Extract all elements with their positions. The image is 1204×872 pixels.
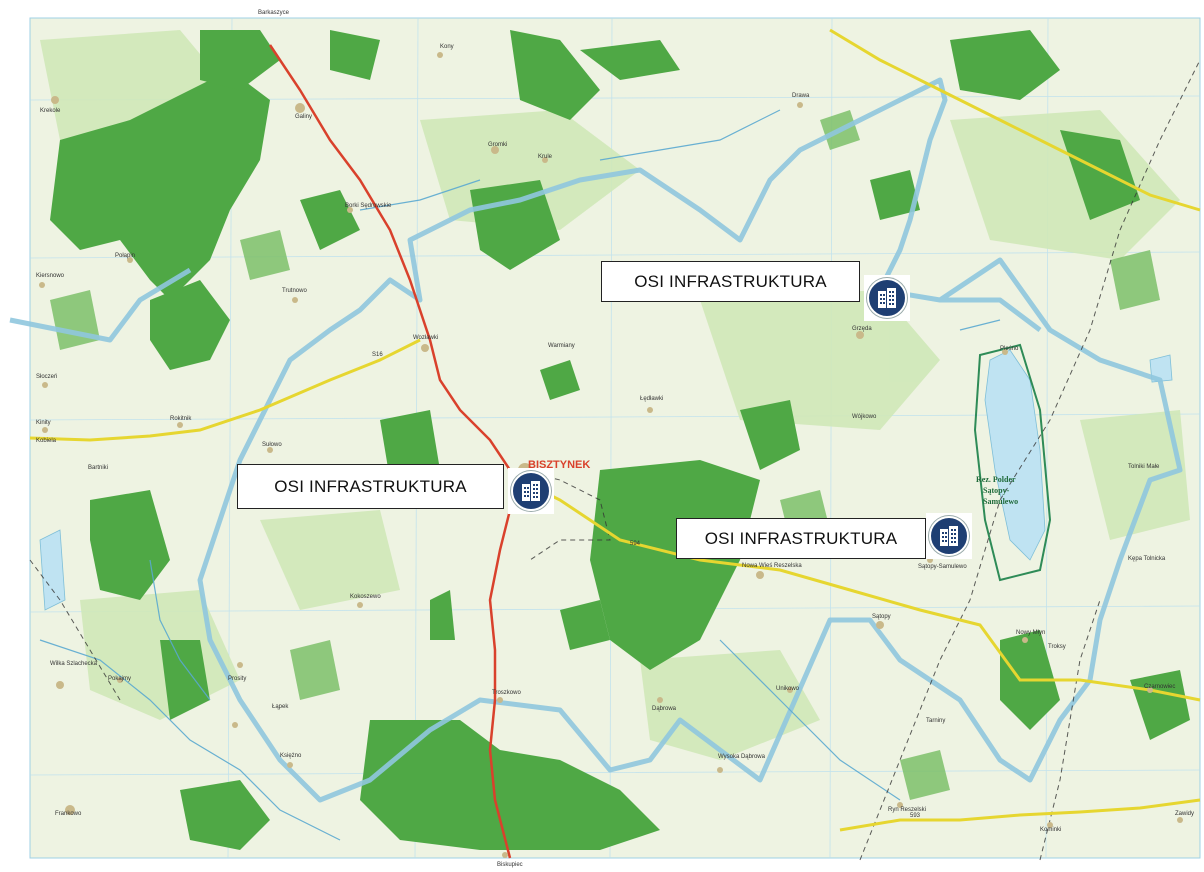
place-label-wozlawki: Wozławki	[413, 335, 438, 341]
roads	[29, 28, 1201, 832]
road-label-s16: S16	[372, 352, 383, 358]
place-label-drawa: Drawa	[792, 93, 810, 99]
place-label-satopy_samulewo: Sątopy-Samulewo	[918, 564, 967, 570]
expressway	[268, 44, 512, 859]
place-label-barkaszyce: Barkaszyce	[258, 10, 290, 16]
place-label-sulowo: Sułowo	[262, 442, 282, 448]
place-label-kiersnowo: Kiersnowo	[36, 273, 65, 279]
place-label-troszkowo: Troszkowo	[492, 690, 521, 696]
place-label-lapek: Łąpek	[272, 704, 289, 710]
place-label-plesna: Pleśno	[1000, 346, 1019, 352]
building-icon	[929, 516, 969, 556]
place-label-wilka: Wilka Szlachecka	[50, 661, 98, 667]
place-label-prosity: Prosity	[228, 676, 246, 682]
place-label-dabrowa: Dąbrowa	[652, 706, 677, 712]
building-icon	[511, 471, 551, 511]
place-label-gromki: Gromki	[488, 142, 507, 148]
reserve-label-1: Rez. Polder	[976, 475, 1016, 484]
road-label-594: 594	[630, 541, 641, 547]
place-label-tarniny: Tarniny	[926, 718, 945, 724]
place-label-frankowo: Frankowo	[55, 811, 82, 817]
place-label-borki: Borki Sędrowskie	[345, 203, 392, 209]
place-label-kobiela: Kobiela	[36, 438, 57, 444]
place-label-warmiany: Warmiany	[548, 343, 575, 349]
place-label-kominki: Kominki	[1040, 827, 1061, 833]
rivers	[39, 109, 1001, 841]
place-label-pokajmy: Pokajmy	[108, 676, 131, 682]
district-lines	[29, 59, 1201, 861]
place-label-sloczeii: Słoczeń	[36, 374, 57, 380]
callout-east: OSI INFRASTRUKTURA	[676, 518, 926, 559]
place-label-nowa_wies: Nowa Wieś Reszelska	[742, 563, 802, 569]
lakes	[39, 349, 1173, 611]
place-label-kokoszewo: Kokoszewo	[350, 594, 381, 600]
place-label-tolniki: Tolniki Małe	[1128, 464, 1160, 470]
building-marker-east[interactable]	[926, 513, 972, 559]
place-label-unikowo: Unikowo	[776, 686, 800, 692]
callout-center-label: OSI INFRASTRUKTURA	[274, 476, 467, 496]
place-label-krulе: Krule	[538, 154, 553, 160]
place-label-galiny: Galiny	[295, 114, 312, 120]
commune-boundary	[9, 77, 1183, 803]
place-label-ksiezno: Księżno	[280, 753, 302, 759]
place-label-kinity: Kinity	[36, 420, 51, 426]
place-label-nowa_mlyn: Nowy Młyn	[1016, 630, 1045, 636]
reserve-label-2: Sątopy-	[983, 486, 1010, 495]
callout-north-label: OSI INFRASTRUKTURA	[634, 271, 827, 291]
place-label-polapin: Połapin	[115, 253, 135, 259]
place-label-czarnowiec: Czarnowiec	[1144, 684, 1175, 690]
callout-center: OSI INFRASTRUKTURA	[237, 464, 504, 509]
callout-east-label: OSI INFRASTRUKTURA	[704, 528, 898, 548]
building-marker-north[interactable]	[864, 275, 910, 321]
building-icon	[867, 278, 907, 318]
place-label-bartniki: Bartniki	[88, 465, 108, 471]
forests	[50, 30, 1190, 850]
place-label-zawidy: Zawidy	[1175, 811, 1194, 817]
place-label-wysoka_dabrowa: Wysoka Dąbrowa	[718, 754, 766, 760]
place-label-ledlawki: Łędławki	[640, 396, 663, 402]
place-label-ryn: Ryn Reszelski	[888, 807, 926, 813]
callout-north: OSI INFRASTRUKTURA	[601, 261, 860, 302]
place-label-kepa: Kępa Tolnicka	[1128, 556, 1166, 562]
place-label-satopy: Sątopy	[872, 614, 891, 620]
reserve-label-3: Samulewo	[983, 497, 1018, 506]
place-label-trutnowo: Trutnowo	[282, 288, 307, 294]
building-marker-center[interactable]	[508, 468, 554, 514]
place-label-biskupiec: Biskupiec	[497, 862, 523, 868]
place-label-krekole: Krekole	[40, 108, 61, 114]
place-label-grzeda: Grzęda	[852, 326, 872, 332]
place-label-troksy: Troksy	[1048, 644, 1066, 650]
place-label-wojkowo: Wójkowo	[852, 414, 877, 420]
forest-patches	[50, 110, 1160, 800]
reserve-boundary	[973, 343, 1052, 582]
road-label-593: 593	[910, 813, 921, 819]
place-label-rokitnik: Rokitnik	[170, 416, 192, 422]
place-label-kony: Kony	[440, 44, 454, 50]
